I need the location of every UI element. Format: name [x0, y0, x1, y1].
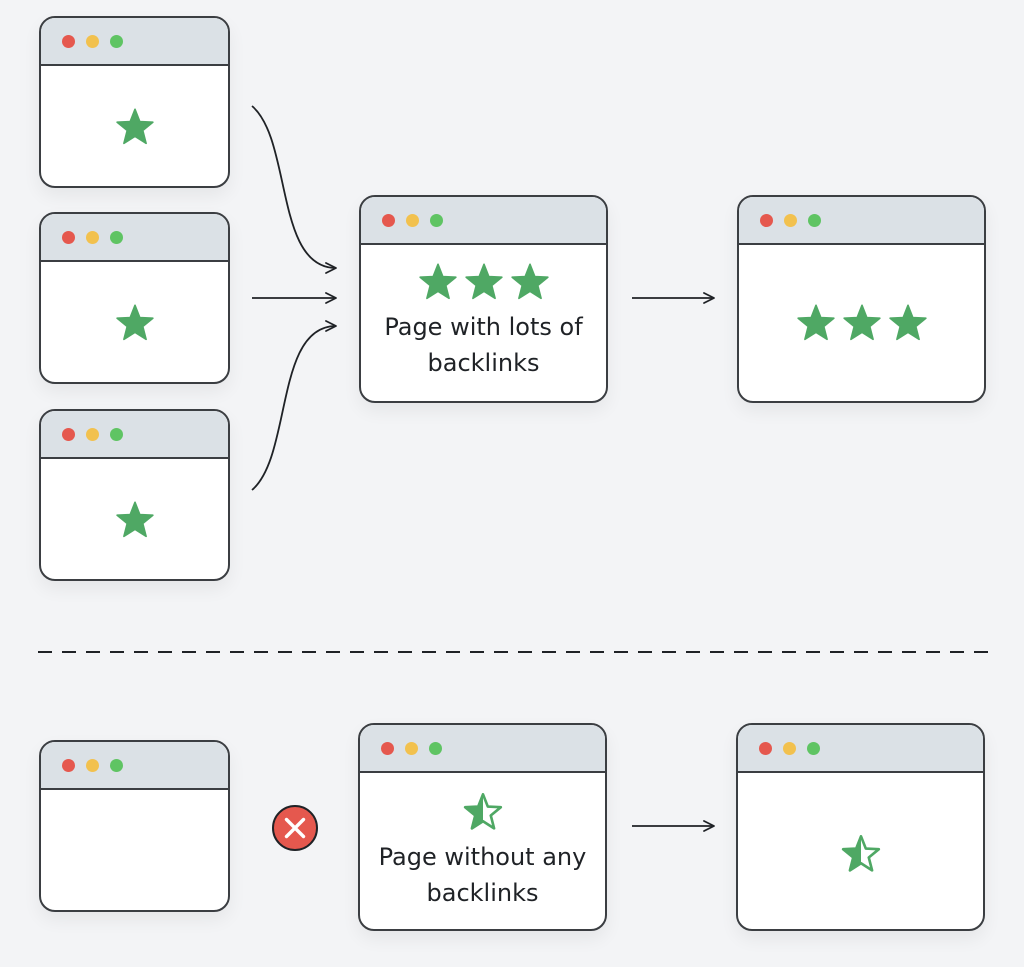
close-dot	[382, 214, 395, 227]
maximize-dot	[110, 35, 123, 48]
close-dot	[62, 759, 75, 772]
maximize-dot	[430, 214, 443, 227]
minimize-dot	[86, 759, 99, 772]
close-dot	[62, 35, 75, 48]
minimize-dot	[86, 231, 99, 244]
arrow-top-to-target	[251, 105, 337, 274]
page-label-line-2: backlinks	[427, 349, 540, 377]
half-star-icon	[463, 793, 502, 830]
star-icon	[115, 108, 154, 145]
target-page-strong: Page with lots of backlinks	[359, 195, 608, 403]
star-rating	[41, 304, 228, 342]
page-label-line-2: backlinks	[426, 879, 539, 907]
maximize-dot	[110, 231, 123, 244]
window-titlebar	[738, 725, 983, 773]
page-label: Page with lots of backlinks	[361, 309, 606, 381]
half-star-icon	[841, 835, 880, 872]
star-rating	[41, 501, 228, 539]
close-dot	[381, 742, 394, 755]
maximize-dot	[807, 742, 820, 755]
minimize-dot	[86, 35, 99, 48]
star-icon	[888, 304, 927, 341]
star-icon	[510, 263, 549, 300]
close-dot	[62, 428, 75, 441]
star-icon	[115, 304, 154, 341]
window-titlebar	[41, 214, 228, 262]
minimize-dot	[405, 742, 418, 755]
minimize-dot	[406, 214, 419, 227]
close-dot	[62, 231, 75, 244]
linking-page-3	[39, 409, 230, 581]
star-icon	[464, 263, 503, 300]
close-dot	[759, 742, 772, 755]
linking-page-2	[39, 212, 230, 384]
star-rating	[41, 108, 228, 146]
page-label-line-1: Page with lots of	[384, 313, 583, 341]
star-icon	[115, 501, 154, 538]
page-label: Page without any backlinks	[360, 839, 605, 911]
minimize-dot	[86, 428, 99, 441]
minimize-dot	[783, 742, 796, 755]
arrow-bottom-to-target	[251, 320, 337, 491]
result-page-strong	[737, 195, 986, 403]
maximize-dot	[429, 742, 442, 755]
linking-page-empty	[39, 740, 230, 912]
window-titlebar	[361, 197, 606, 245]
star-rating	[738, 835, 983, 873]
minimize-dot	[784, 214, 797, 227]
target-page-weak: Page without any backlinks	[358, 723, 607, 931]
page-label-line-1: Page without any	[378, 843, 587, 871]
x-circle-icon	[272, 805, 318, 851]
star-icon	[796, 304, 835, 341]
maximize-dot	[110, 428, 123, 441]
result-page-weak	[736, 723, 985, 931]
star-icon	[418, 263, 457, 300]
star-rating	[360, 793, 605, 831]
star-rating	[739, 304, 984, 342]
maximize-dot	[110, 759, 123, 772]
linking-page-1	[39, 16, 230, 188]
window-titlebar	[41, 411, 228, 459]
maximize-dot	[808, 214, 821, 227]
close-dot	[760, 214, 773, 227]
star-icon	[842, 304, 881, 341]
empty-page-content	[41, 790, 228, 910]
window-titlebar	[360, 725, 605, 773]
window-titlebar	[41, 742, 228, 790]
window-titlebar	[739, 197, 984, 245]
window-titlebar	[41, 18, 228, 66]
star-rating	[361, 263, 606, 301]
